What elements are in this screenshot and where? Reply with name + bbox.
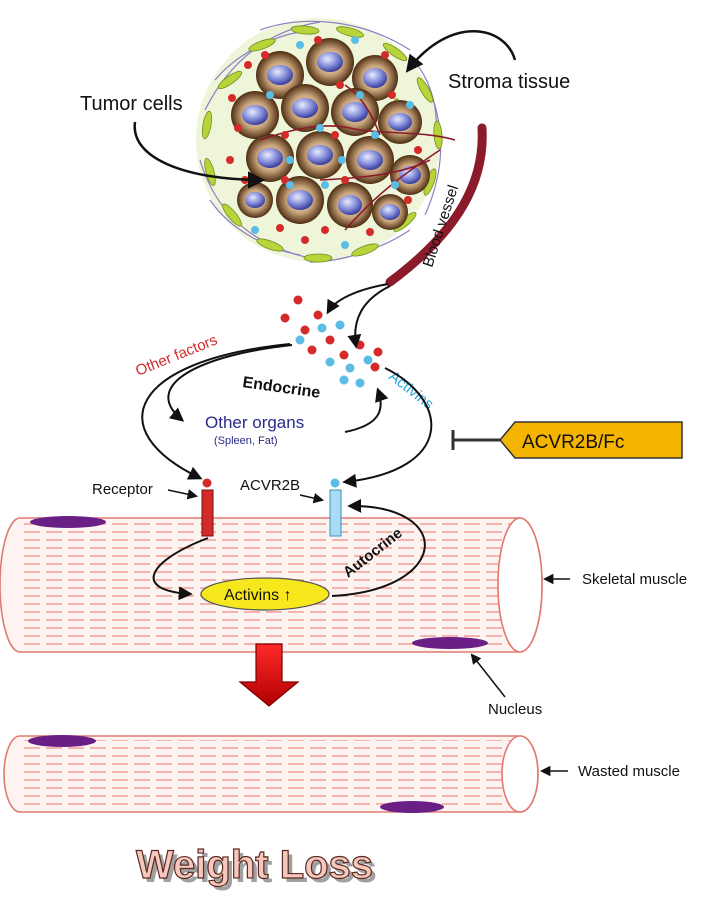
activins-up-label: Activins ↑	[224, 587, 292, 604]
tumor-blue-factors	[251, 36, 414, 249]
nucleus	[30, 516, 106, 528]
inhibitor: ACVR2B/Fc	[451, 421, 683, 459]
nucleus	[412, 637, 488, 649]
receptor-to-activins-arrow	[152, 537, 209, 601]
to-other-organs-arrow	[167, 344, 293, 422]
tumor-cell	[306, 38, 354, 86]
activins-up-ellipse	[200, 577, 330, 611]
tumor-cell	[378, 100, 422, 144]
receptor-acvr2b	[329, 478, 342, 537]
vessel-release-arrow	[326, 283, 389, 315]
nucleus	[28, 735, 96, 747]
stroma-arrow	[405, 30, 517, 73]
blood-vessel	[385, 123, 487, 287]
tumor-cells-cluster	[231, 38, 430, 230]
weight-loss-label: Weight Loss	[136, 843, 373, 887]
tumor-cell	[327, 182, 373, 228]
tumor-cell	[372, 194, 408, 230]
released-factors	[280, 295, 383, 388]
skeletal-muscle-label: Skeletal muscle	[582, 571, 687, 588]
tumor-cell	[237, 182, 273, 218]
wasted-muscle	[3, 735, 539, 813]
tumor-cell	[296, 131, 344, 179]
nucleus-label: Nucleus	[488, 701, 542, 718]
tumor-cell	[281, 84, 329, 132]
nucleus-pointer	[470, 653, 506, 698]
endocrine-label: Endocrine	[241, 374, 321, 402]
nucleus	[380, 801, 444, 813]
weight-loss-shadow: Weight Loss	[140, 847, 377, 891]
progression-arrow	[238, 643, 300, 707]
tumor-red-factors	[226, 36, 422, 244]
tumor-cell	[246, 134, 294, 182]
organs-return-arrow	[344, 387, 389, 433]
wasted-muscle-label: Wasted muscle	[578, 763, 680, 780]
tumor-cells-arrow	[133, 121, 266, 189]
tumor-mass	[196, 18, 456, 263]
tumor-cell	[346, 136, 394, 184]
inhibitor-label: ACVR2B/Fc	[522, 432, 624, 453]
tumor-cell	[231, 91, 279, 139]
receptor-pointer	[167, 489, 199, 500]
inhibitor-tag	[499, 421, 683, 459]
acvr2b-pointer	[299, 493, 325, 504]
vessel-release-arrow-2	[347, 285, 391, 349]
autocrine-arrow	[331, 498, 426, 597]
stroma-tissue-label: Stroma tissue	[448, 71, 570, 93]
tumor-cells-label: Tumor cells	[80, 93, 183, 115]
activins-label: Activins	[386, 368, 437, 413]
receptor-label: Receptor	[92, 481, 153, 498]
tumor-cell	[331, 88, 379, 136]
to-receptor-arrow	[141, 343, 291, 480]
other-organs-sub-label: (Spleen, Fat)	[214, 435, 278, 447]
receptor-red	[201, 478, 214, 537]
other-organs-label: Other organs	[205, 413, 304, 432]
tumor-cell	[352, 55, 398, 101]
tumor-cell	[256, 51, 304, 99]
activins-to-acvr2b-arrow	[342, 367, 433, 488]
acvr2b-label: ACVR2B	[240, 477, 300, 494]
